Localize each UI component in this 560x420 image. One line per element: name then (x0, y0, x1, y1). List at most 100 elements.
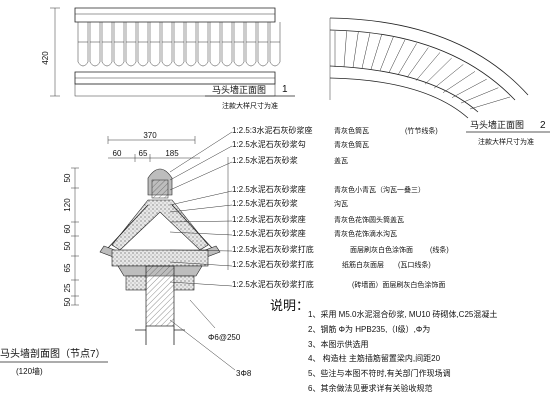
layer-5-sub: 青灰色花饰圆头筒盖瓦 (334, 215, 404, 224)
note-6: 6、其余做法见要求详有关验收规范 (308, 383, 432, 393)
arc-tile (361, 32, 371, 69)
layer-7-main: 1:2.5水泥石灰砂浆打底 (232, 244, 314, 254)
roof-tile (173, 22, 185, 67)
roof-tile (209, 22, 221, 67)
arc-tile (370, 34, 382, 70)
roof-tile (125, 22, 137, 67)
arc-tiles-base (329, 65, 479, 113)
section-title: 马头墙剖面图（节点7） (0, 347, 106, 360)
note-2: 2、钢筋 Φ为 HPB235,（Ⅰ级）,Φ为 (308, 324, 430, 334)
front-subtitle: 注款大样尺寸为准 (222, 101, 278, 110)
arc-tile-row (334, 31, 511, 110)
layer-4-sub: 沟瓦 (334, 199, 348, 208)
layer-6-main: 1:2.5水泥石灰砂浆座 (232, 228, 306, 238)
dim-left-50c: 50 (63, 297, 72, 306)
layer-8-sub: 纸筋白灰面层 (342, 260, 384, 269)
leader-lines (169, 131, 233, 287)
layer-5-main: 1:2.5水泥石灰砂浆座 (232, 214, 306, 224)
dim-left-65: 65 (63, 263, 72, 272)
arc-tile (460, 87, 499, 104)
layer-3-main: 1:2.5水泥石灰砂浆座 (232, 184, 306, 194)
layer-0-sub: 青灰色筒瓦 (334, 126, 369, 135)
roof-tile (269, 22, 281, 67)
front-height-dim: 420 (41, 51, 50, 65)
dim-top-65: 65 (139, 149, 148, 158)
front-elevation: 420 马头墙正面图 1 注款大样尺寸为准 (41, 7, 295, 110)
layer-callouts: 1:2.5:3水泥石灰砂浆座 青灰色筒瓦 (竹节线条) 1:2.5水泥石灰砂浆勾… (169, 125, 449, 289)
arc-tile (406, 47, 429, 78)
arc-subtitle: 注款大样尺寸为准 (478, 137, 534, 146)
layer-8-main: 1:2.5水泥石灰砂浆打底 (232, 259, 314, 269)
front-title: 马头墙正面图 (212, 84, 266, 95)
dim-top-185: 185 (165, 149, 179, 158)
rebar-bars: 3Φ8 (236, 369, 252, 378)
note-1: 1、采用 M5.0水泥混合砂浆, MU10 砖砌体,C25混凝土 (308, 309, 497, 319)
layer-7-sub: 面层刷灰白色涂饰面 (350, 245, 413, 254)
roof-tile (77, 22, 89, 67)
layer-1-sub: 青灰色筒瓦 (334, 140, 369, 149)
note-5: 5、些注与本图不符时,有关部门作现场调 (308, 368, 451, 378)
roof-tile (89, 22, 101, 67)
arc-tile (397, 43, 417, 75)
arc-tile (442, 71, 476, 93)
roof-slope (111, 199, 209, 251)
wall-column (145, 265, 175, 327)
arc-tile (424, 57, 452, 85)
roof-tile (161, 22, 173, 67)
dim-left-50: 50 (63, 173, 72, 182)
arc-tile (433, 64, 464, 89)
arc-number: 2 (540, 120, 546, 131)
arc-tile (352, 31, 359, 68)
dim-left-60: 60 (63, 224, 72, 233)
roof-tile (197, 22, 209, 67)
dim-top-370: 370 (143, 131, 157, 140)
left-dim-ticks (71, 167, 79, 306)
arc-outer (329, 17, 529, 96)
roof-tile (233, 22, 245, 67)
arc-inner (329, 29, 516, 101)
arc-tile (379, 36, 394, 71)
dim-left-120: 120 (63, 198, 72, 212)
rebar-spacing: Φ6@250 (208, 333, 241, 342)
layer-0-main: 1:2.5:3水泥石灰砂浆座 (232, 125, 312, 135)
roof-tile (185, 22, 197, 67)
ridge-cap (74, 7, 276, 23)
layer-1-main: 1:2.5水泥石灰砂浆勾 (232, 139, 306, 149)
layer-2-main: 1:2.5水泥石灰砂浆 (232, 155, 298, 165)
roof-tile (221, 22, 233, 67)
layer-6-sub: 青灰色花饰滴水沟瓦 (334, 229, 397, 238)
arc-tile (415, 52, 441, 81)
arc-title: 马头墙正面图 (470, 119, 524, 130)
notes-title: 说明： (270, 298, 309, 313)
layer-9-sub: (砖墙面）面层刷灰白色涂饰面 (352, 280, 445, 289)
layer-3-sub: 青灰色小青瓦（沟瓦一叠三） (334, 185, 425, 194)
layer-2-sub: 盖瓦 (334, 156, 348, 165)
arc-tile (388, 39, 406, 73)
section-subtitle: (120墙) (16, 366, 43, 376)
arc-tile (343, 31, 347, 68)
tile-row (77, 22, 281, 67)
layer-4-main: 1:2.5水泥石灰砂浆 (232, 198, 298, 208)
section-view: 370 60 65 185 50 120 60 50 65 25 50 (0, 131, 252, 378)
arc-elevation: 马头墙正面图 2 注款大样尺寸为准 (329, 17, 550, 146)
dim-top-60: 60 (113, 149, 122, 158)
dim-left-25: 25 (63, 283, 72, 292)
roof-tile (113, 22, 125, 67)
layer-8-tail: (瓦口线条) (398, 260, 431, 269)
arc-band (329, 77, 469, 119)
arc-tile (451, 78, 487, 98)
note-4: 4、 构造柱 主筋插筋留置梁内,间距20 (308, 353, 441, 363)
roof-tile (257, 22, 269, 67)
arc-tile (469, 96, 511, 110)
notes-block: 说明： 1、采用 M5.0水泥混合砂浆, MU10 砖砌体,C25混凝土 2、钢… (270, 298, 497, 393)
front-number: 1 (282, 84, 288, 95)
layer-9-main: 1:2.5水泥石灰砂浆打底 (232, 279, 314, 289)
roof-tile (149, 22, 161, 67)
dim-left-50b: 50 (63, 241, 72, 250)
roof-tile (101, 22, 113, 67)
roof-tile (137, 22, 149, 67)
layer-7-tail: (线条) (430, 245, 449, 254)
note-3: 3、本图示供选用 (308, 339, 368, 349)
layer-0-tail: (竹节线条) (405, 126, 438, 135)
